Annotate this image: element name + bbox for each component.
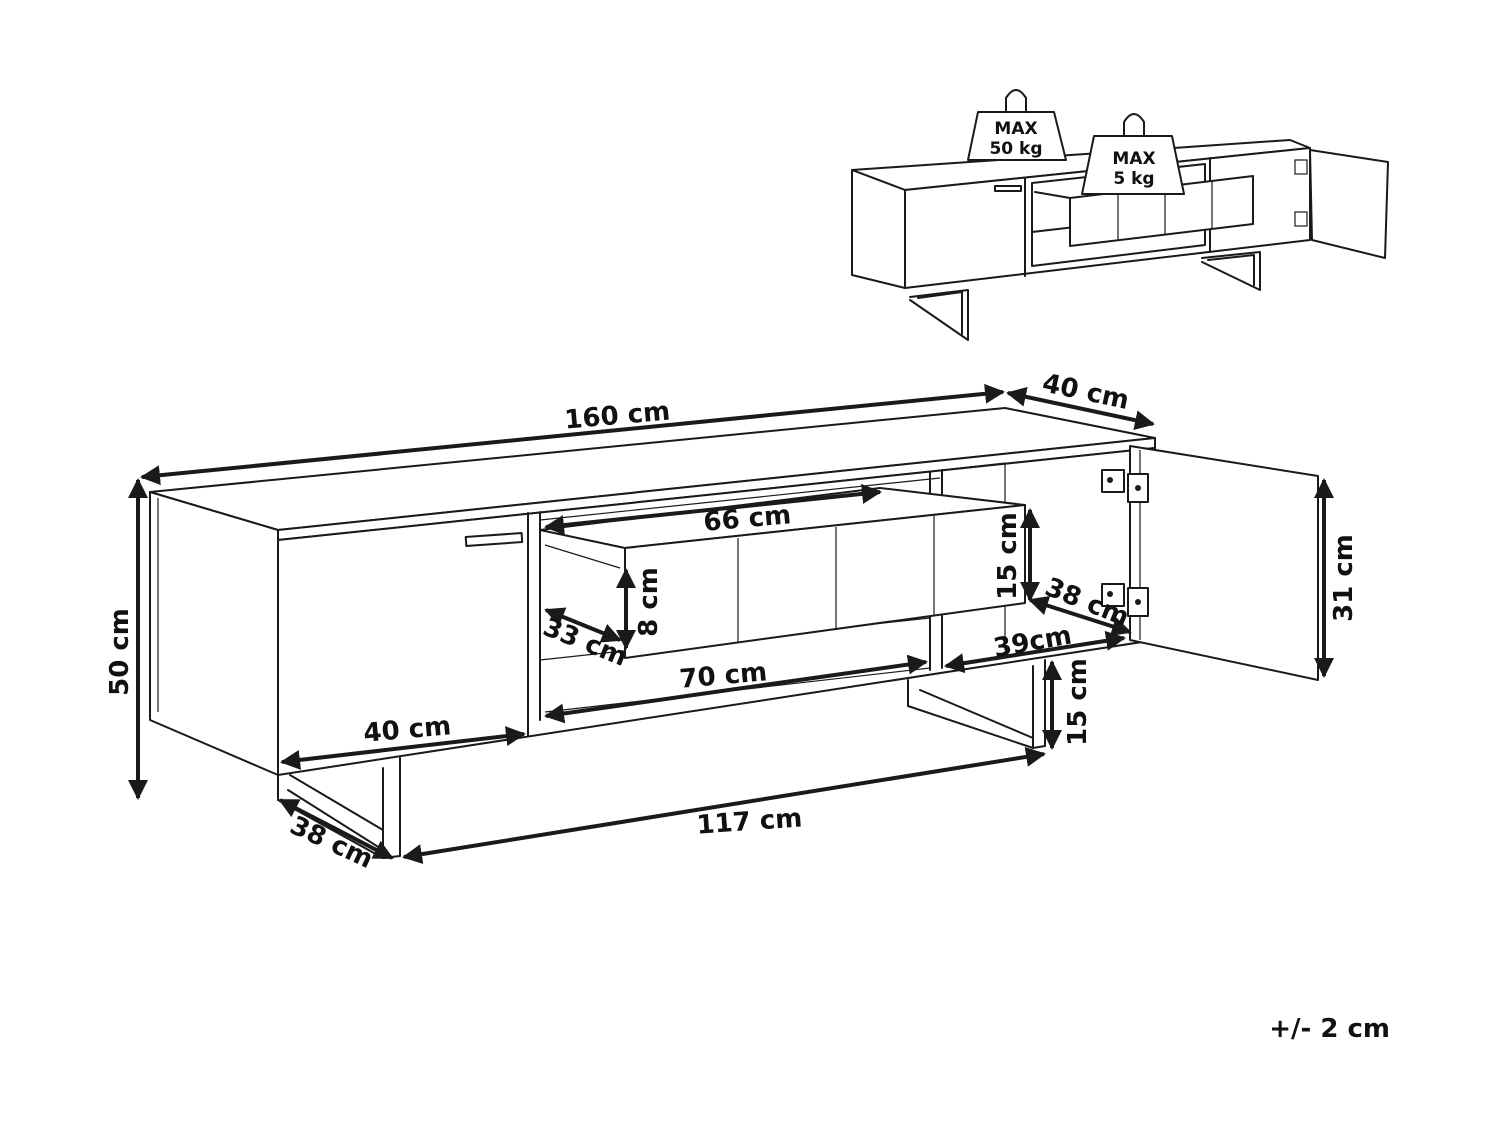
dim-line-70 xyxy=(544,654,928,724)
dim-line-38-door xyxy=(1028,595,1132,637)
label-leg-depth: 38 cm xyxy=(285,811,377,875)
dim-line-33 xyxy=(544,607,622,643)
dimension-lines xyxy=(128,383,1334,865)
weight-small-line2: 5 kg xyxy=(1113,169,1154,189)
weight-large-icon: MAX 50 kg xyxy=(967,89,1067,161)
label-height: 50 cm xyxy=(105,608,135,696)
label-leg-height: 15 cm xyxy=(1063,658,1093,746)
weight-small-icon: MAX 5 kg xyxy=(1081,113,1185,195)
main-handle xyxy=(464,532,524,547)
inset-open-door xyxy=(1309,149,1389,259)
dim-line-160 xyxy=(140,383,1005,486)
dim-line-117 xyxy=(402,746,1046,865)
label-door-height: 31 cm xyxy=(1329,534,1359,622)
label-drawer-height: 15 cm xyxy=(993,512,1023,600)
inset-side xyxy=(851,169,906,289)
weight-large-line2: 50 kg xyxy=(989,139,1042,159)
dim-line-38-leg xyxy=(278,798,394,860)
inset-handle xyxy=(994,185,1022,192)
dim-line-66 xyxy=(544,483,882,536)
main-side-panel xyxy=(149,491,279,776)
weight-small-line1: MAX xyxy=(1112,149,1155,169)
label-total-width: 160 cm xyxy=(563,396,671,435)
weight-large-line1: MAX xyxy=(994,119,1037,139)
dim-line-40-depth xyxy=(1006,386,1155,431)
main-open-door xyxy=(1129,445,1319,681)
hinge-top-icon xyxy=(1101,469,1149,503)
label-drawer-front-height: 8 cm xyxy=(634,567,664,637)
main-view xyxy=(149,407,1319,859)
tolerance-note: +/- 2 cm xyxy=(1269,1014,1390,1044)
label-leg-span: 117 cm xyxy=(696,803,804,840)
inset-view: MAX 50 kg MAX 5 kg xyxy=(851,89,1389,341)
dim-line-39 xyxy=(944,630,1126,674)
